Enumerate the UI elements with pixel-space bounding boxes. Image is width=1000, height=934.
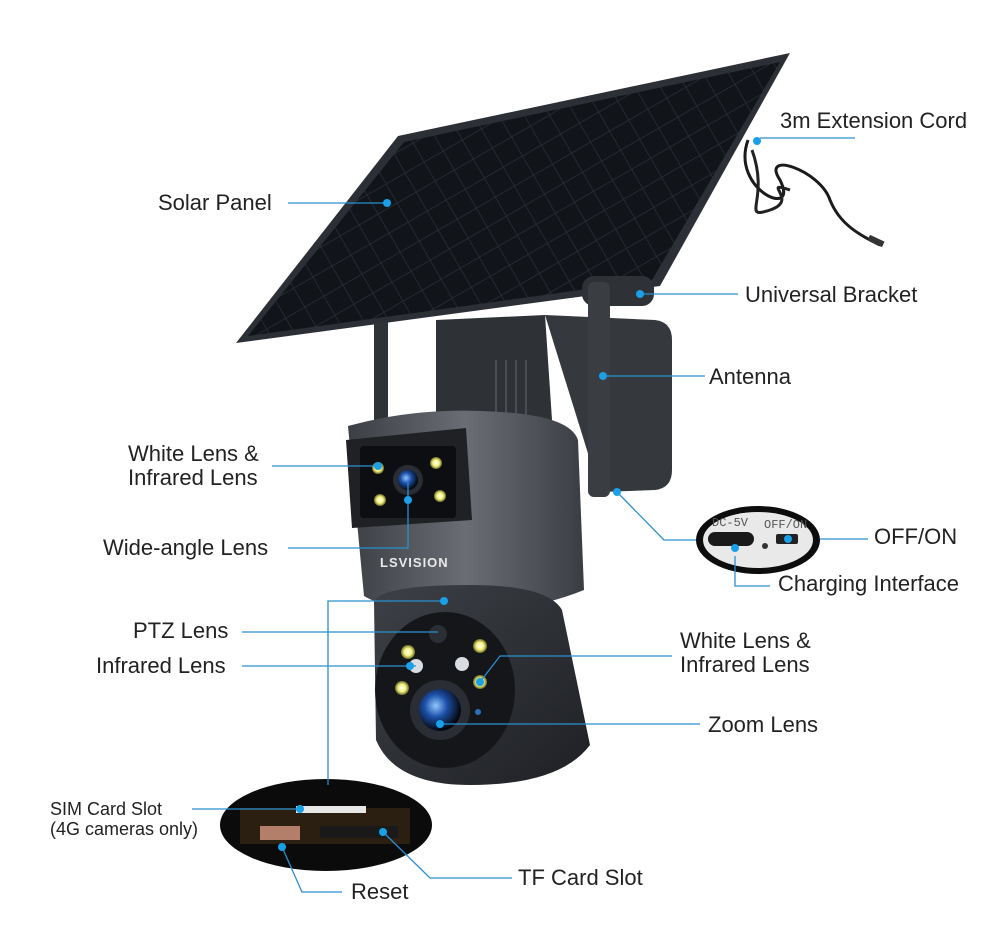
label-wide-angle: Wide-angle Lens xyxy=(103,535,269,560)
label-zoom-lens: Zoom Lens xyxy=(708,712,819,737)
leader-lines xyxy=(192,137,868,893)
callout-dots xyxy=(278,137,792,851)
label-antenna: Antenna xyxy=(709,364,791,389)
label-sim-slot-2: (4G cameras only) xyxy=(50,819,199,839)
label-white-infrared-top-2: Infrared Lens xyxy=(128,465,258,490)
card-slot-inset xyxy=(220,779,432,871)
brand-logo: LSVISION xyxy=(380,555,449,570)
reset-button xyxy=(260,826,300,840)
label-reset: Reset xyxy=(351,879,409,904)
label-tf-slot: TF Card Slot xyxy=(518,865,643,890)
label-off-on: OFF/ON xyxy=(874,524,958,549)
port-label-switch: OFF/ON xyxy=(764,518,808,532)
sim-slot xyxy=(296,806,366,813)
solar-panel xyxy=(236,53,790,343)
label-sim-slot-1: SIM Card Slot xyxy=(50,799,163,819)
label-white-infrared-right-1: White Lens & xyxy=(680,628,811,653)
label-solar-panel: Solar Panel xyxy=(158,190,272,215)
port-inset xyxy=(696,506,820,574)
ptz-lens xyxy=(429,625,447,643)
label-white-infrared-top-1: White Lens & xyxy=(128,441,259,466)
label-infrared-lens: Infrared Lens xyxy=(96,653,226,678)
label-charging-interface: Charging Interface xyxy=(778,571,959,596)
wide-angle-lens xyxy=(398,470,418,490)
antenna-right xyxy=(588,282,610,497)
tf-slot xyxy=(320,826,398,838)
label-extension-cord: 3m Extension Cord xyxy=(780,108,968,133)
usb-c-port xyxy=(708,532,754,546)
zoom-lens xyxy=(419,689,461,731)
label-white-infrared-right-2: Infrared Lens xyxy=(680,652,810,677)
upper-lens-module xyxy=(346,428,472,528)
port-label-charging: DC-5V xyxy=(712,516,749,530)
antenna-left xyxy=(374,322,388,434)
label-universal-bracket: Universal Bracket xyxy=(745,282,918,307)
extension-cord xyxy=(743,139,881,247)
label-ptz-lens: PTZ Lens xyxy=(133,618,229,643)
